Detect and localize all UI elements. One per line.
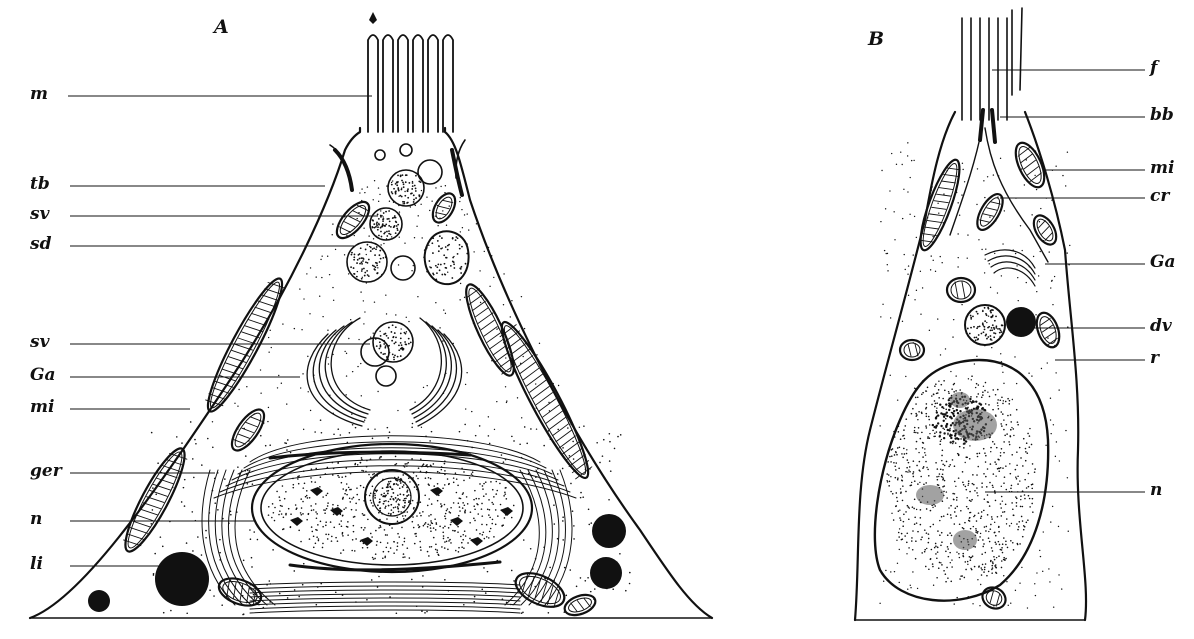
- label-a-secretory-vesicle-2: sv: [30, 334, 49, 351]
- apical-droplet: [369, 12, 377, 24]
- er-lamella: [250, 594, 520, 597]
- er-lamella: [529, 470, 559, 605]
- granule: [376, 366, 396, 386]
- granule: [391, 256, 415, 280]
- panel-a-title: A: [214, 18, 229, 37]
- chromatin: [430, 487, 443, 496]
- er-lamella: [250, 598, 520, 601]
- er-lamella: [250, 590, 520, 593]
- dense-vesicles-b: [965, 305, 1036, 345]
- panel-b-title: B: [868, 30, 884, 49]
- label-b-dv: dv: [1150, 318, 1172, 335]
- chromatin: [470, 537, 483, 546]
- mitochondrion: [979, 583, 1010, 612]
- label-a-nucleus: n: [30, 511, 42, 528]
- nucleus-a: [252, 444, 532, 572]
- golgi-cisterna: [410, 318, 441, 410]
- label-a-microvilli: m: [30, 86, 48, 103]
- granule: [418, 160, 442, 184]
- mitochondrion: [562, 591, 598, 619]
- mitochondrion: [1029, 212, 1061, 249]
- leader-lines: [68, 70, 1145, 566]
- microvillus: [443, 35, 453, 132]
- label-b-cr: cr: [1150, 188, 1169, 205]
- label-b-f: f: [1150, 60, 1157, 77]
- golgi-cisterna: [994, 268, 1035, 286]
- label-b-r: r: [1150, 350, 1159, 367]
- mitochondrion: [947, 278, 975, 302]
- label-a-terminal-bar: tb: [30, 176, 50, 193]
- label-a-secretory-vesicle-1: sv: [30, 206, 49, 223]
- chromatin-clump: [953, 409, 997, 441]
- mitochondrion: [226, 405, 270, 456]
- microvillus: [428, 35, 438, 132]
- label-b-basal-body: bb: [1150, 107, 1174, 124]
- label-a-mitochondria: mi: [30, 399, 54, 416]
- label-b-nucleus: n: [1150, 482, 1162, 499]
- cilia-b: [962, 8, 1022, 120]
- label-a-lipid: li: [30, 556, 43, 573]
- mitochondrion: [428, 190, 460, 227]
- chromatin-clump: [916, 485, 944, 505]
- chromatin: [310, 487, 323, 496]
- granule: [347, 242, 387, 282]
- microvilli-a: [368, 12, 453, 132]
- label-a-sd: sd: [30, 236, 51, 253]
- label-a-ger: ger: [30, 463, 62, 480]
- er-lamella: [250, 606, 520, 609]
- mitochondrion: [198, 273, 291, 418]
- microvillus: [368, 35, 378, 132]
- chromatin: [290, 517, 303, 526]
- er-lamella: [250, 436, 540, 462]
- mitochondrion: [116, 443, 193, 558]
- secretory-vesicles-a: [347, 144, 469, 386]
- chromatin: [360, 537, 373, 546]
- chromatin-clump: [953, 530, 977, 550]
- chromatin: [450, 517, 463, 526]
- flagellum: [1012, 8, 1022, 95]
- mitochondrion: [900, 340, 924, 360]
- mitochondrion: [1032, 310, 1063, 351]
- er-lamella: [250, 582, 520, 585]
- label-b-golgi: Ga: [1150, 254, 1176, 271]
- granule: [400, 144, 412, 156]
- microvillus: [398, 35, 408, 132]
- er-lamella: [250, 610, 520, 613]
- granule: [375, 150, 385, 160]
- label-a-golgi: Ga: [30, 367, 56, 384]
- granule: [373, 322, 413, 362]
- mitochondrion: [972, 190, 1008, 234]
- mitochondria-b: [900, 139, 1064, 613]
- microvillus: [413, 35, 423, 132]
- label-b-mitochondria: mi: [1150, 160, 1174, 177]
- mitochondrion: [913, 156, 967, 254]
- mitochondrion: [331, 197, 375, 244]
- er-lamella: [250, 602, 520, 605]
- microvillus: [383, 35, 393, 132]
- er-lamella: [250, 586, 520, 589]
- chromatin-clump: [950, 392, 970, 408]
